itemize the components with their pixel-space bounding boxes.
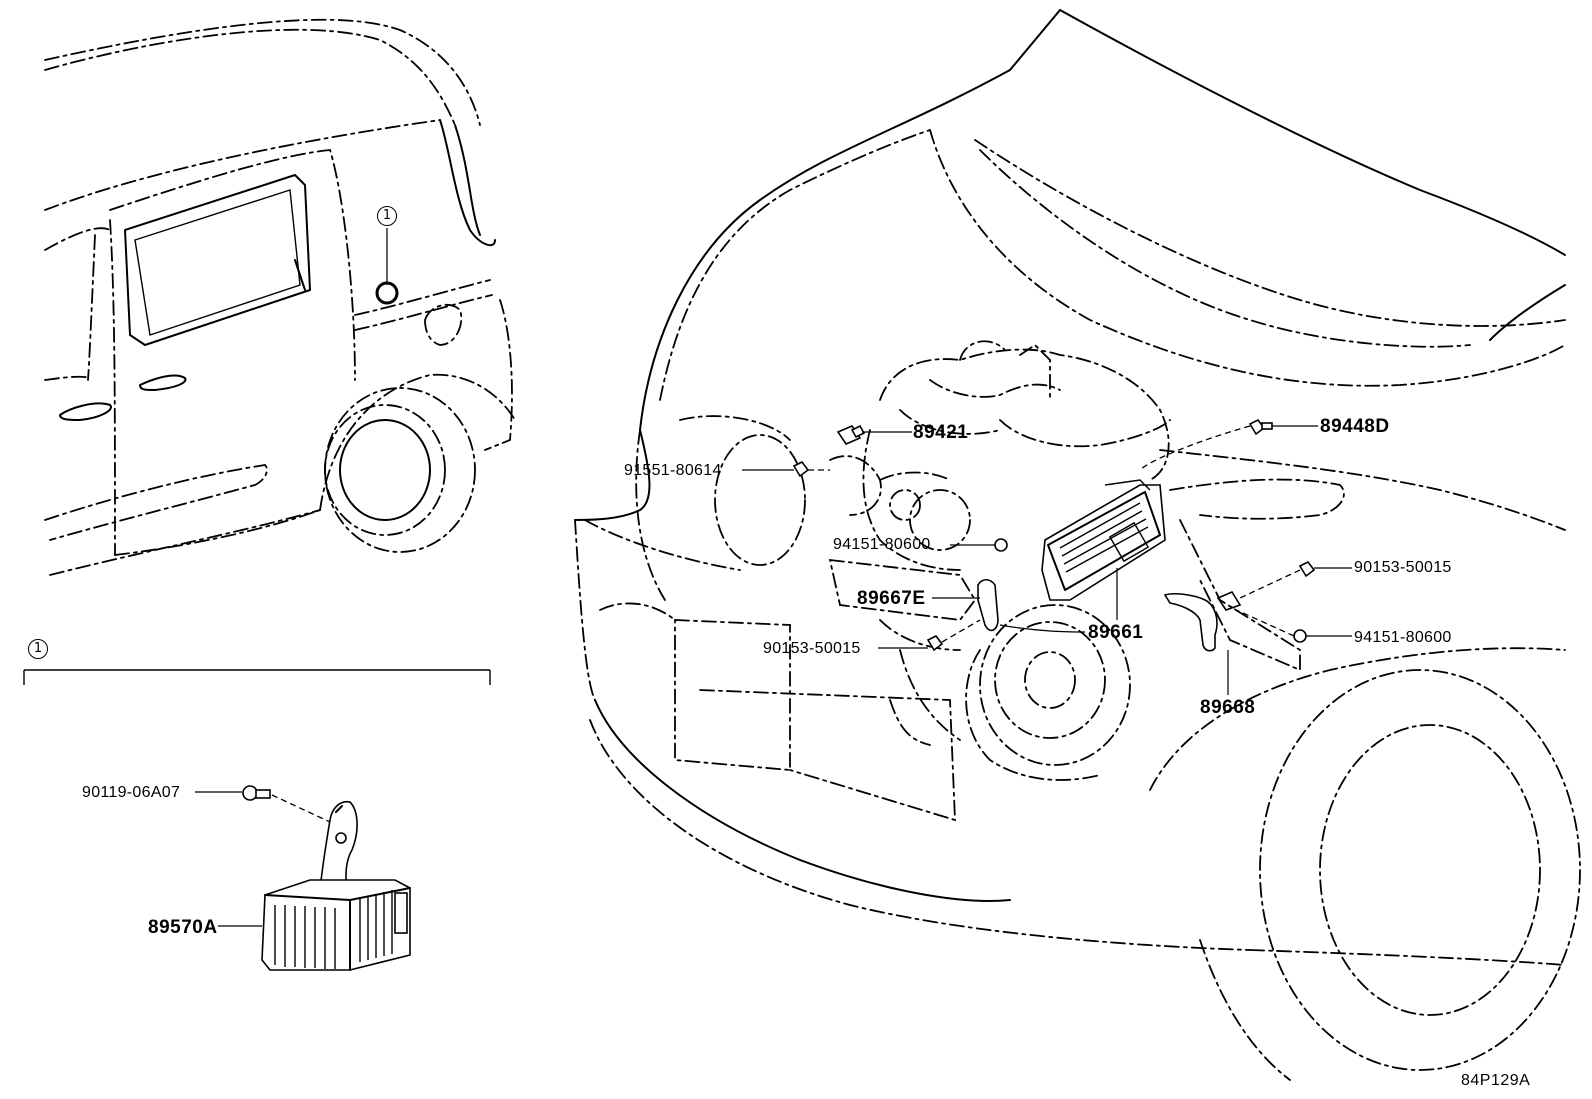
label-89668[interactable]: 89668 <box>1200 697 1256 718</box>
ecu-89570a-illustration <box>195 785 411 971</box>
front-vehicle-illustration <box>574 9 1581 1081</box>
label-90153-50015-right[interactable]: 90153-50015 <box>1354 559 1452 576</box>
label-89667e[interactable]: 89667E <box>857 588 926 609</box>
label-94151-80600-upper[interactable]: 94151-80600 <box>833 536 931 553</box>
label-89570a[interactable]: 89570A <box>148 917 218 938</box>
label-89448d[interactable]: 89448D <box>1320 416 1390 437</box>
label-91551-80614[interactable]: 91551-80614 <box>624 462 722 479</box>
section-marker-1: 1 <box>28 639 48 659</box>
label-90153-50015-lower[interactable]: 90153-50015 <box>763 640 861 657</box>
rear-vehicle-illustration <box>44 18 516 576</box>
label-94151-80600-right[interactable]: 94151-80600 <box>1354 629 1452 646</box>
callout-marker-1: 1 <box>377 206 397 226</box>
label-89661[interactable]: 89661 <box>1088 622 1144 643</box>
figure-code: 84P129A <box>1461 1072 1531 1089</box>
label-89421[interactable]: 89421 <box>913 422 969 443</box>
label-90119-06a07[interactable]: 90119-06A07 <box>82 784 181 801</box>
section-1-bracket <box>23 669 491 685</box>
